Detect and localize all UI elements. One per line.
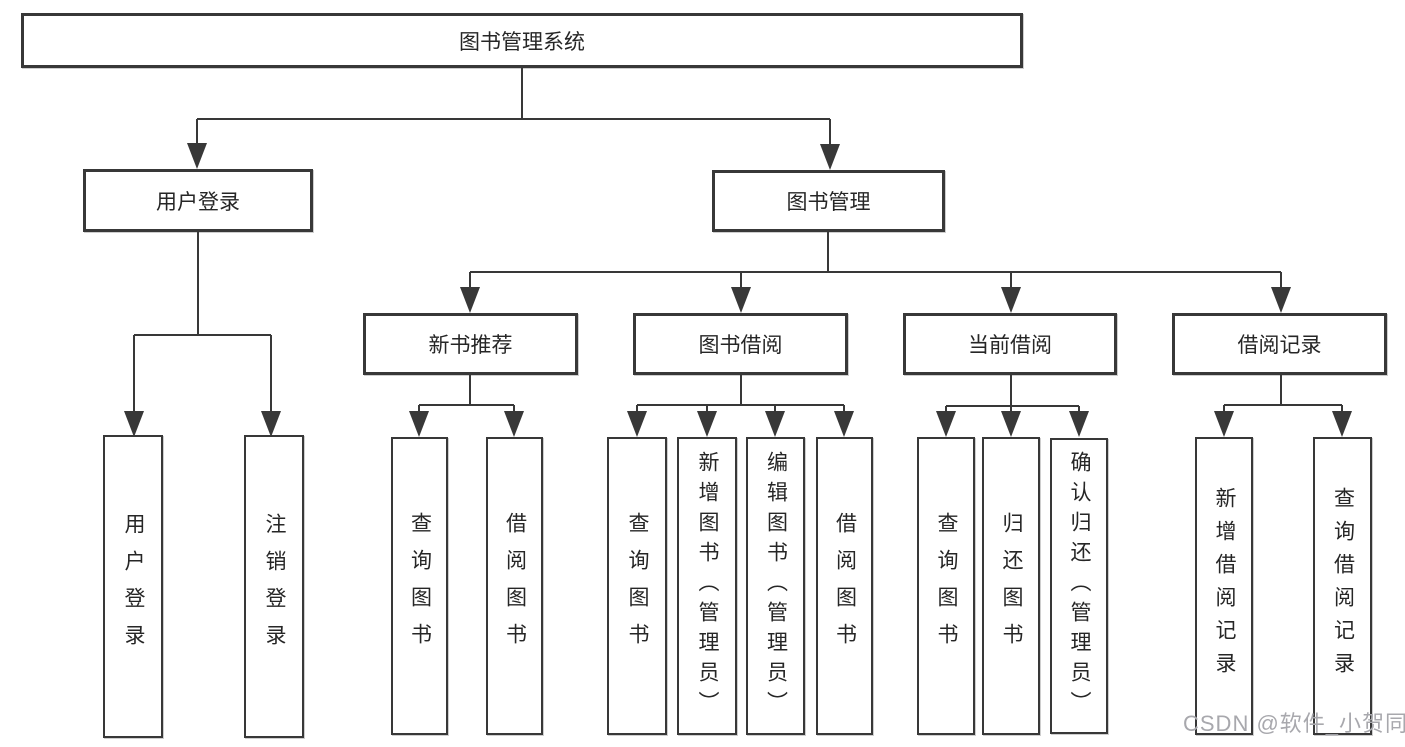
node-leaf-current-confirm-return-admin: 确认归还（管理员） — [1050, 438, 1108, 734]
node-label: 注销登录 — [263, 512, 286, 661]
csdn-watermark: CSDN @软件_小贺同学 — [1183, 711, 1405, 736]
node-leaf-current-return-books: 归还图书 — [982, 437, 1040, 735]
node-leaf-borrowing-edit-books-admin: 编辑图书（管理员） — [746, 437, 805, 735]
node-book-management: 图书管理 — [712, 170, 945, 232]
node-leaf-borrowing-query-books: 查询图书 — [607, 437, 667, 735]
node-label: 当前借阅 — [968, 334, 1052, 357]
node-label: 借阅图书 — [833, 512, 857, 660]
node-leaf-current-query-books: 查询图书 — [917, 437, 975, 735]
node-label: 图书借阅 — [698, 334, 783, 357]
node-borrowing-records: 借阅记录 — [1172, 313, 1387, 375]
node-label: 查询图书 — [935, 512, 958, 660]
node-book-borrowing: 图书借阅 — [633, 313, 848, 375]
node-leaf-borrowing-add-books-admin: 新增图书（管理员） — [677, 437, 737, 735]
node-label: 借阅图书 — [503, 512, 527, 660]
node-current-borrowing: 当前借阅 — [903, 313, 1117, 375]
node-library-management-system: 图书管理系统 — [21, 13, 1023, 68]
node-leaf-records-query-record: 查询借阅记录 — [1313, 437, 1372, 735]
node-label: 用户登录 — [122, 512, 145, 661]
node-user-login: 用户登录 — [83, 169, 313, 232]
node-label: 编辑图书（管理员） — [764, 451, 788, 721]
node-label: 新增借阅记录 — [1213, 487, 1236, 685]
node-leaf-records-add-record: 新增借阅记录 — [1195, 437, 1253, 735]
node-label: 图书管理 — [786, 191, 871, 214]
node-leaf-borrowing-borrow-books: 借阅图书 — [816, 437, 873, 735]
node-leaf-logout: 注销登录 — [244, 435, 304, 738]
node-label: 查询借阅记录 — [1331, 487, 1355, 685]
arrowheads — [124, 143, 1352, 437]
node-label: 新增图书（管理员） — [696, 451, 719, 721]
node-label: 查询图书 — [626, 512, 649, 660]
node-leaf-recommend-borrow-books: 借阅图书 — [486, 437, 543, 735]
node-label: 图书管理系统 — [459, 30, 585, 54]
node-label: 归还图书 — [1000, 512, 1023, 660]
node-label: 确认归还（管理员） — [1068, 451, 1091, 721]
node-label: 用户登录 — [156, 190, 240, 214]
node-label: 新书推荐 — [428, 334, 513, 357]
node-label: 借阅记录 — [1237, 334, 1322, 357]
node-leaf-user-login: 用户登录 — [103, 435, 163, 738]
node-leaf-recommend-query-books: 查询图书 — [391, 437, 448, 735]
node-new-book-recommend: 新书推荐 — [363, 313, 578, 375]
node-label: 查询图书 — [408, 512, 432, 660]
